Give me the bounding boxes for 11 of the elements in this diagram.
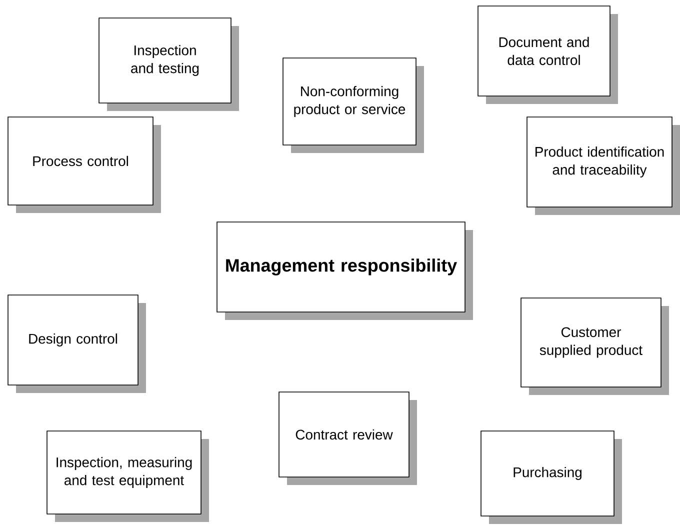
- process-box: Process control: [8, 116, 161, 213]
- process-box: Inspection and testing: [98, 18, 239, 111]
- process-box: Design control: [8, 294, 146, 393]
- process-box: Customer supplied product: [520, 298, 669, 395]
- process-box: Non-conforming product or service: [282, 58, 424, 153]
- process-box: Document and data control: [478, 6, 618, 104]
- process-box: Purchasing: [480, 430, 622, 524]
- process-box: Inspection, measuring and test equipment: [46, 430, 209, 522]
- process-box: Product identification and traceability: [526, 116, 680, 215]
- process-box: Management responsibility: [216, 222, 473, 320]
- process-box: Contract review: [278, 392, 417, 485]
